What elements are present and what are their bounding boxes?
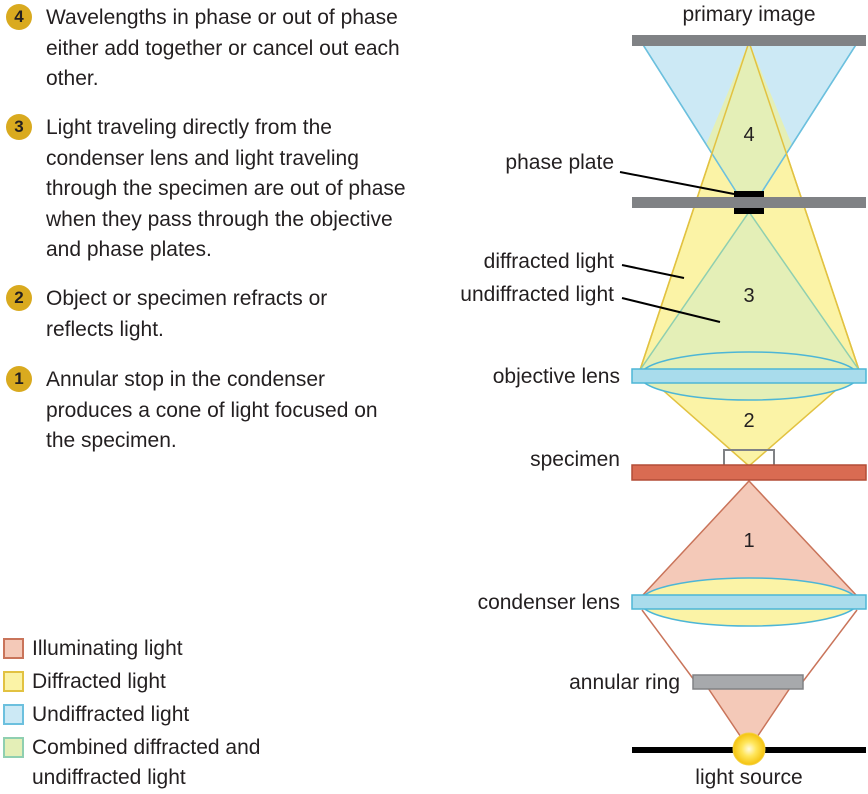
primary-image-plate xyxy=(632,35,866,46)
condenser-lens xyxy=(631,594,867,610)
legend-item-diffracted: Diffracted light xyxy=(3,667,332,700)
undiffracted-edge xyxy=(748,39,860,213)
illuminating-edge-right xyxy=(797,609,858,689)
step-text: Light traveling directly from the conden… xyxy=(46,116,406,261)
zone-1-label: 1 xyxy=(743,530,754,552)
legend-label: Illuminating light xyxy=(32,637,183,660)
step-text: Wavelengths in phase or out of phase eit… xyxy=(46,6,400,90)
step-1: 1 Annular stop in the condenser produces… xyxy=(6,365,391,457)
diffracted-light-label: diffracted light xyxy=(484,250,615,273)
annular-ring xyxy=(692,674,804,690)
light-source-label: light source xyxy=(695,766,802,789)
legend-swatch xyxy=(3,671,24,692)
step-badge: 3 xyxy=(6,114,32,140)
legend-swatch xyxy=(3,704,24,725)
diffracted-light-leader xyxy=(621,264,685,279)
combined-light-upper xyxy=(706,42,792,212)
specimen-label: specimen xyxy=(530,448,620,471)
zone-3-label: 3 xyxy=(743,285,754,307)
phase-plate-leader xyxy=(619,171,735,195)
legend-item-undiffracted: Undiffracted light xyxy=(3,700,332,733)
step-4: 4 Wavelengths in phase or out of phase e… xyxy=(6,3,406,95)
condenser-lens-label: condenser lens xyxy=(478,591,620,614)
step-text: Object or specimen refracts or reflects … xyxy=(46,287,328,341)
undiffracted-light-label: undiffracted light xyxy=(460,283,614,306)
phase-plate xyxy=(632,197,866,208)
objective-lens xyxy=(631,368,867,384)
step-badge: 4 xyxy=(6,4,32,30)
undiffracted-light-leader xyxy=(621,297,721,323)
phase-plate-label: phase plate xyxy=(505,151,614,174)
legend-swatch xyxy=(3,638,24,659)
step-2: 2 Object or specimen refracts or reflect… xyxy=(6,284,391,345)
light-source-glow xyxy=(732,732,766,766)
step-badge: 2 xyxy=(6,285,32,311)
step-3: 3 Light traveling directly from the cond… xyxy=(6,113,426,266)
illuminating-edge-left xyxy=(641,609,701,689)
legend-swatch xyxy=(3,737,24,758)
step-text: Annular stop in the condenser produces a… xyxy=(46,368,378,452)
legend-item-illuminating: Illuminating light xyxy=(3,634,332,667)
legend-item-combined: Combined diffracted and undiffracted lig… xyxy=(3,733,332,793)
legend-label: Undiffracted light xyxy=(32,703,190,726)
undiffracted-edge xyxy=(639,39,750,213)
legend-label: Diffracted light xyxy=(32,670,166,693)
specimen-slide xyxy=(631,464,867,481)
zone-4-label: 4 xyxy=(743,124,754,146)
specimen-holder xyxy=(723,449,775,465)
annular-ring-label: annular ring xyxy=(569,671,680,694)
step-badge: 1 xyxy=(6,366,32,392)
objective-lens-label: objective lens xyxy=(493,365,620,388)
phase-ring xyxy=(734,191,764,197)
legend-label: Combined diffracted and undiffracted lig… xyxy=(32,736,261,789)
zone-2-label: 2 xyxy=(743,410,754,432)
phase-ring xyxy=(734,208,764,214)
legend: Illuminating light Diffracted light Undi… xyxy=(3,634,332,793)
primary-image-label: primary image xyxy=(682,3,815,26)
